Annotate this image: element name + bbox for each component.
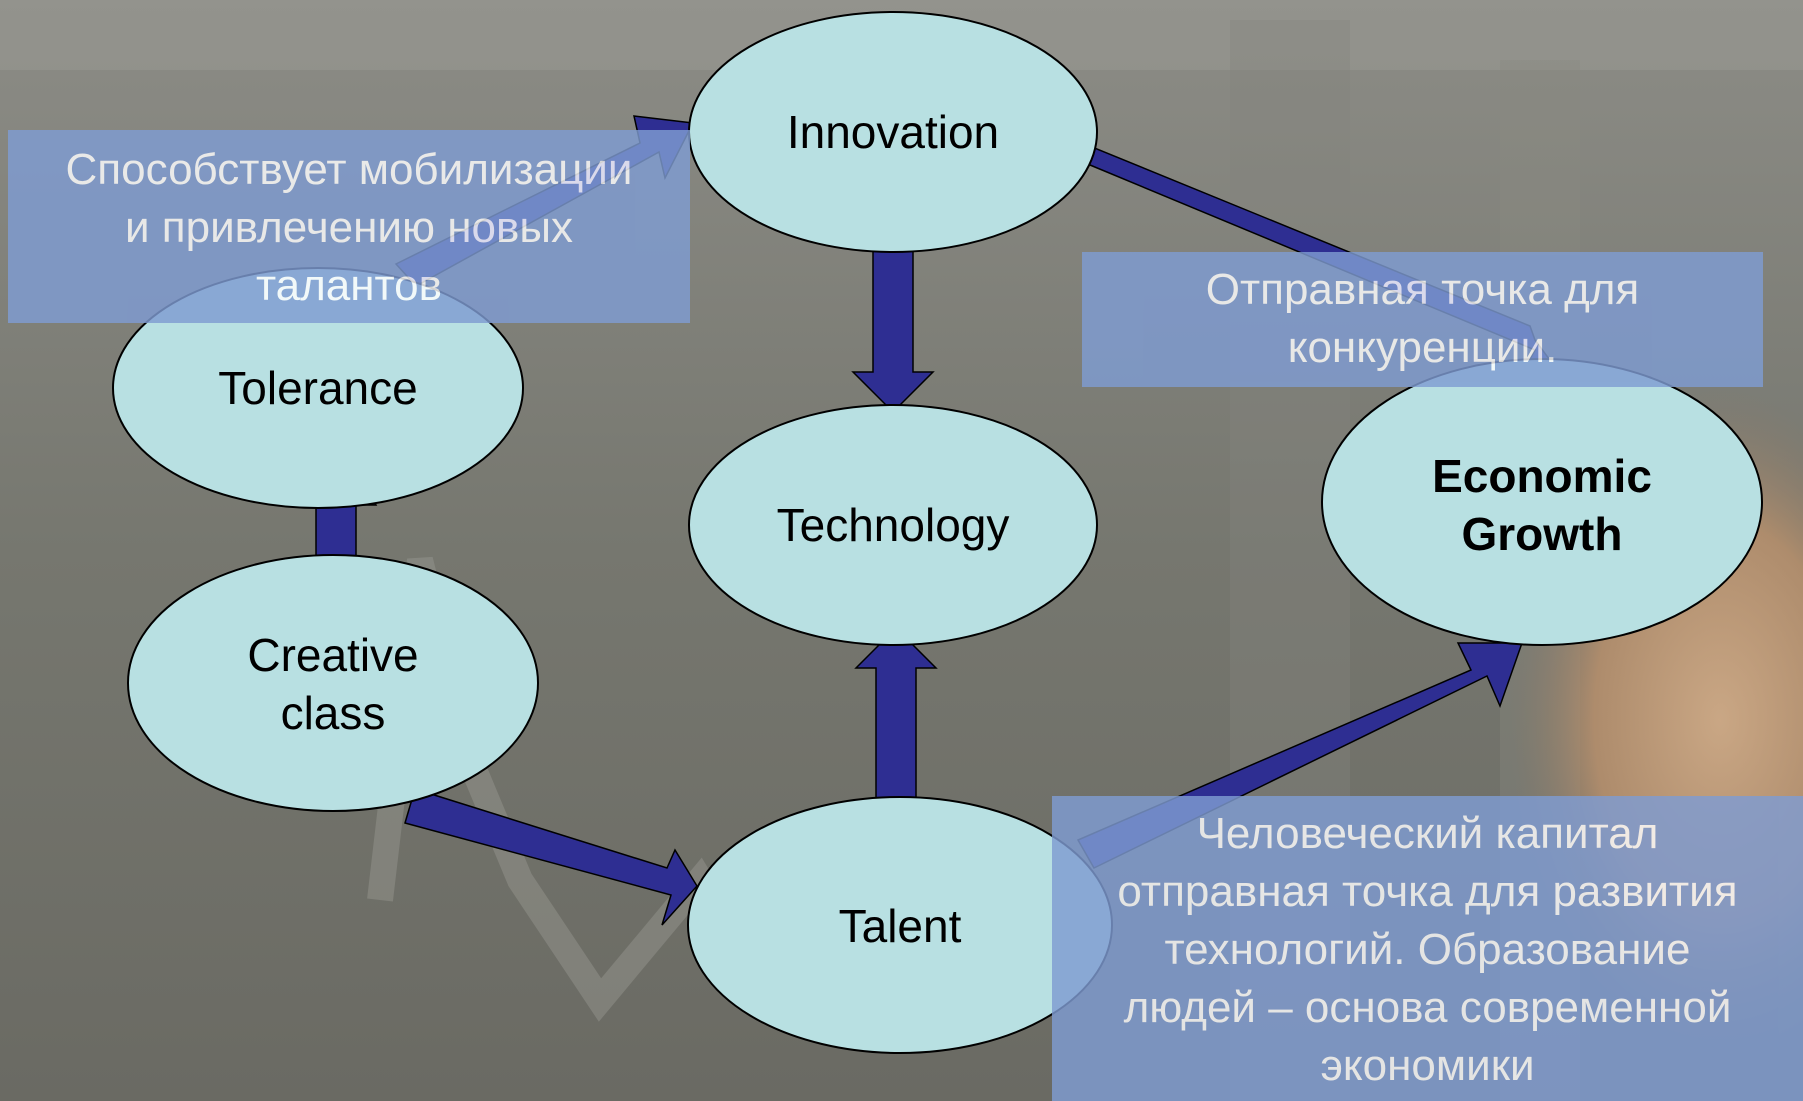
label-innovation-line: Innovation <box>786 106 1000 158</box>
arrow-creative-to-talent <box>404 788 698 926</box>
label-creative-line-1: Creative <box>247 629 419 681</box>
callout-talent-line-5: экономики <box>1320 1041 1535 1090</box>
label-technology: Technology <box>689 465 1097 585</box>
callout-talent-line-3: технологий. Образование <box>1164 925 1691 974</box>
callout-talent-line-2: отправная точка для развития <box>1117 867 1738 916</box>
node-creative-class <box>127 554 539 812</box>
label-innovation: Innovation <box>689 72 1097 192</box>
callout-tolerance-line-2: и привлечению новых <box>125 203 573 252</box>
callout-growth-line-2: конкуренции. <box>1287 323 1558 372</box>
arrow-talent-to-technology <box>854 626 938 801</box>
callout-talent-line-4: людей – основа современной <box>1123 983 1732 1032</box>
label-growth-line-2: Growth <box>1461 508 1623 560</box>
label-creative-line-2: class <box>280 687 386 739</box>
node-technology <box>688 404 1098 646</box>
callout-growth-line-1: Отправная точка для <box>1205 265 1640 314</box>
callout-tolerance-line-1: Способствует мобилизации <box>65 145 633 194</box>
callout-tolerance-line-3: талантов <box>255 261 443 310</box>
label-economic-growth: Economic Growth <box>1322 445 1762 565</box>
label-tolerance-line: Tolerance <box>218 362 418 414</box>
callout-talent: Человеческий капитал отправная точка для… <box>1052 796 1803 1101</box>
callout-talent-line-1: Человеческий капитал <box>1196 809 1659 858</box>
label-talent: Talent <box>688 866 1112 986</box>
label-tolerance: Tolerance <box>113 328 523 448</box>
label-technology-line: Technology <box>776 499 1010 551</box>
label-growth-line-1: Economic <box>1432 450 1652 502</box>
label-creative-class: Creative class <box>128 620 538 748</box>
callout-economic-growth: Отправная точка для конкуренции. <box>1082 252 1763 387</box>
label-talent-line: Talent <box>838 900 962 952</box>
arrow-innovation-to-technology <box>851 247 935 414</box>
callout-tolerance: Способствует мобилизации и привлечению н… <box>8 130 690 323</box>
